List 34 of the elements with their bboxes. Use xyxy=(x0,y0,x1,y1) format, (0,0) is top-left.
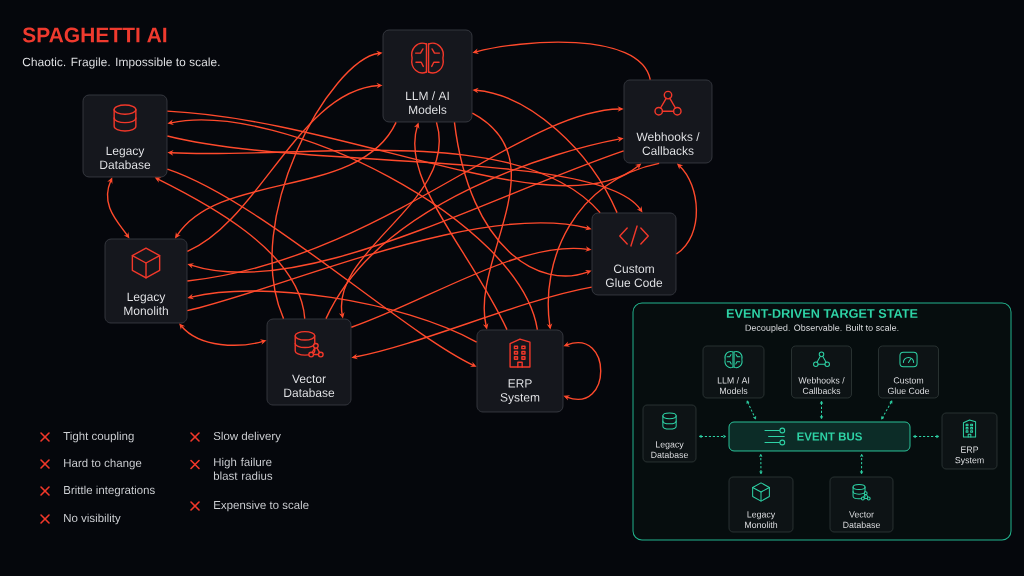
service-box: Webhooks / Callbacks xyxy=(791,345,852,399)
curved-arrow xyxy=(175,121,397,239)
service-box: Legacy Database xyxy=(642,404,697,463)
service-box: Vector Database xyxy=(266,318,352,406)
service-box: Legacy Database xyxy=(82,94,168,178)
service-box: Vector Database xyxy=(829,476,894,533)
service-box: Custom Glue Code xyxy=(878,345,939,399)
list-item: No visibility xyxy=(64,513,121,525)
service-box: Legacy Monolith xyxy=(104,238,188,324)
dashed-arrow xyxy=(820,400,823,420)
title: SPAGHETTI AI xyxy=(22,27,167,43)
list-item: Brittle integrations xyxy=(64,485,155,497)
subtitle: Chaotic. Fragile. Impossible to scale. xyxy=(22,57,220,69)
curved-arrow xyxy=(166,135,643,213)
list-item: Hard to change xyxy=(64,458,142,470)
service-box: ERP System xyxy=(941,412,998,470)
dashed-arrow xyxy=(759,453,763,475)
service-box: ERP System xyxy=(476,329,564,413)
dashed-arrow xyxy=(881,400,893,420)
dashed-arrow xyxy=(698,434,727,438)
service-box: Custom Glue Code xyxy=(591,212,677,296)
service-box: Legacy Monolith xyxy=(728,476,794,533)
list-item: High failure blast radius xyxy=(213,457,273,480)
dashed-arrow xyxy=(860,453,864,475)
service-box: Webhooks / Callbacks xyxy=(623,79,713,164)
service-box: LLM / AI Models xyxy=(382,29,473,123)
curved-arrow xyxy=(675,163,698,255)
dashed-arrow xyxy=(912,434,940,438)
event-bus-bar: EVENT BUS xyxy=(728,421,911,452)
list-item: Tight coupling xyxy=(63,431,134,443)
service-box: LLM / AI Models xyxy=(702,345,765,399)
list-item: Slow delivery xyxy=(213,431,281,443)
list-item: Expensive to scale xyxy=(214,500,309,512)
dashed-arrow xyxy=(746,400,756,420)
